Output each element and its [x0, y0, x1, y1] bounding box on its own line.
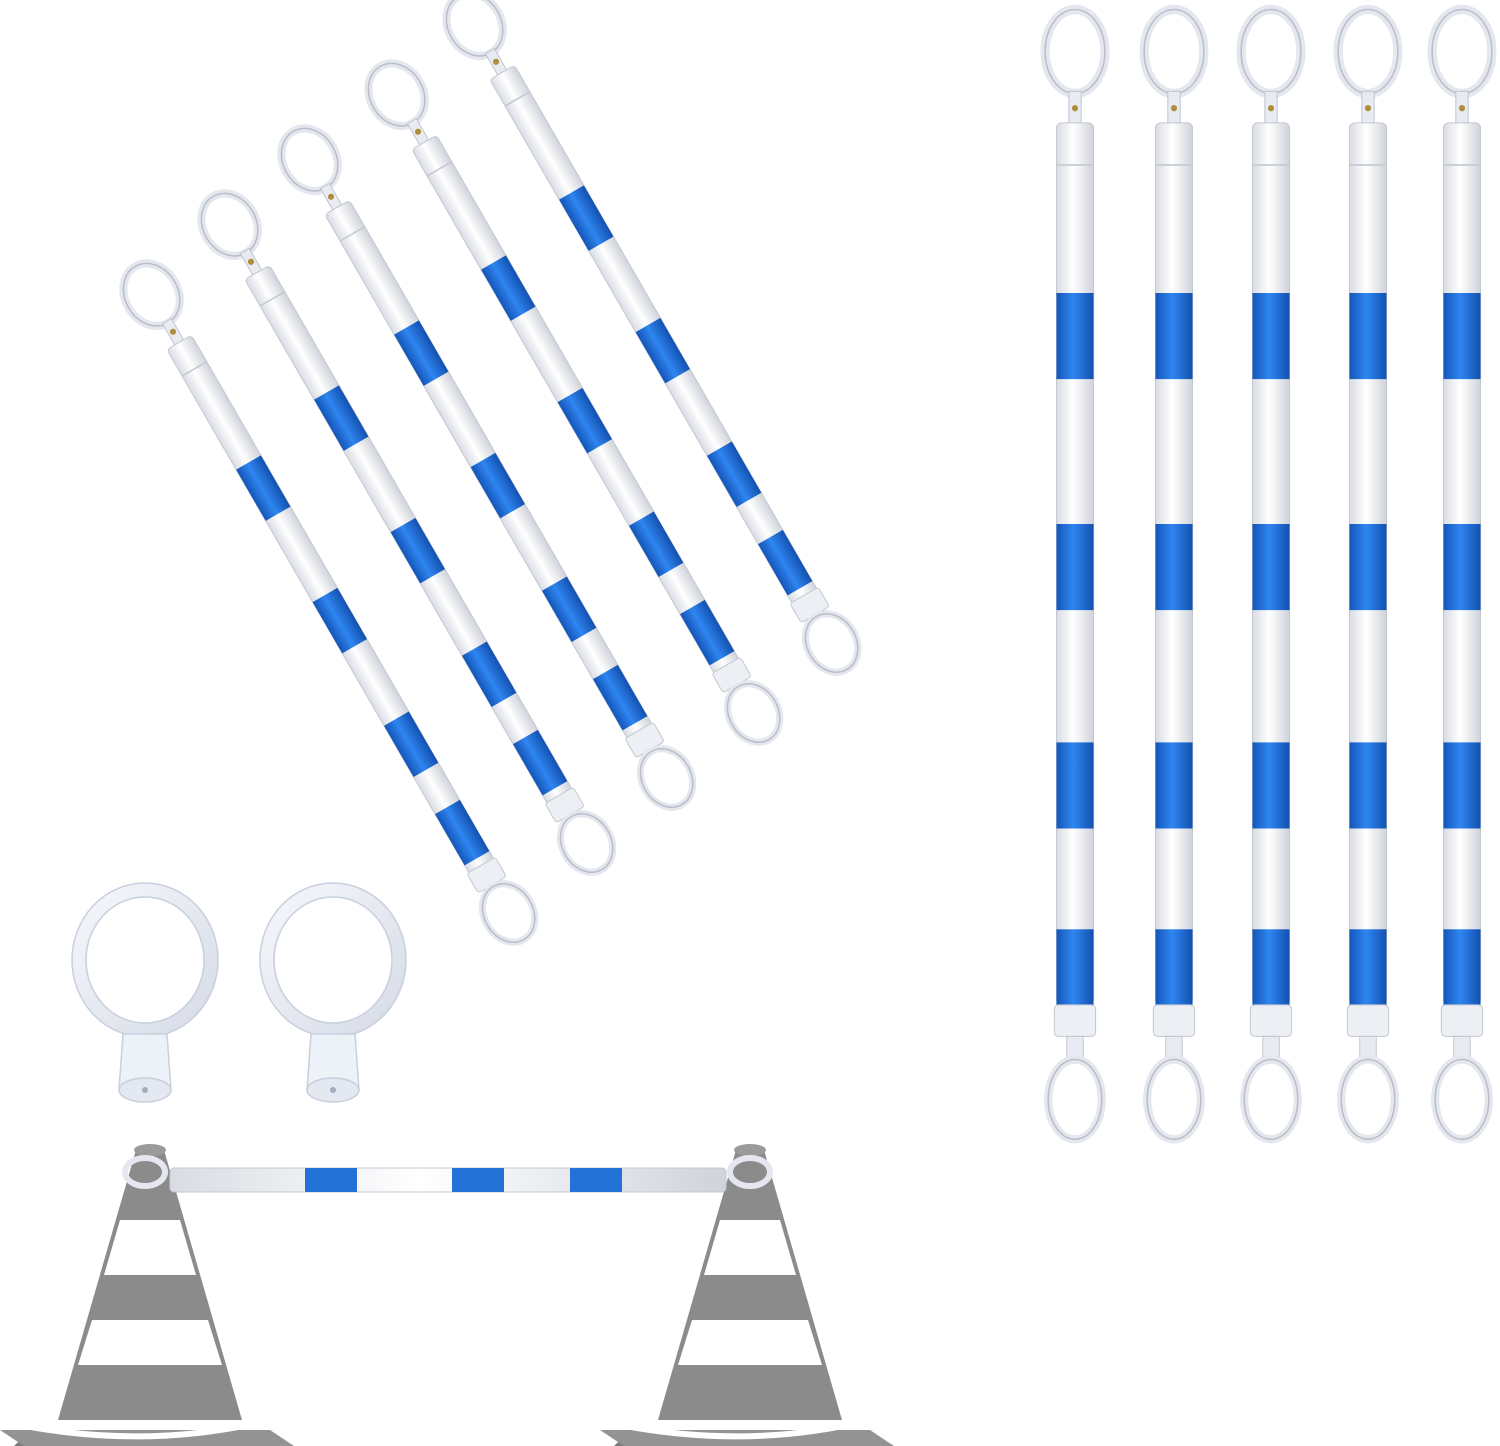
cone-bar-icon: [190, 183, 625, 883]
cone-bar-icon: [1144, 10, 1204, 1140]
vertical-bars: [1045, 10, 1492, 1140]
spare-rings: [72, 883, 406, 1102]
cone-bar-icon: [435, 0, 870, 683]
cone-bar-icon: [1432, 10, 1492, 1140]
cone-bar-icon: [122, 1155, 773, 1193]
cone-bar-icon: [1338, 10, 1398, 1140]
connector-ring-icon: [260, 883, 406, 1102]
connector-ring-icon: [72, 883, 218, 1102]
diagonal-bars: [112, 0, 870, 953]
cone-setup-illustration: [0, 1144, 900, 1446]
cone-bar-icon: [112, 253, 547, 953]
cone-bar-icon: [1045, 10, 1105, 1140]
cone-bar-icon: [1241, 10, 1301, 1140]
